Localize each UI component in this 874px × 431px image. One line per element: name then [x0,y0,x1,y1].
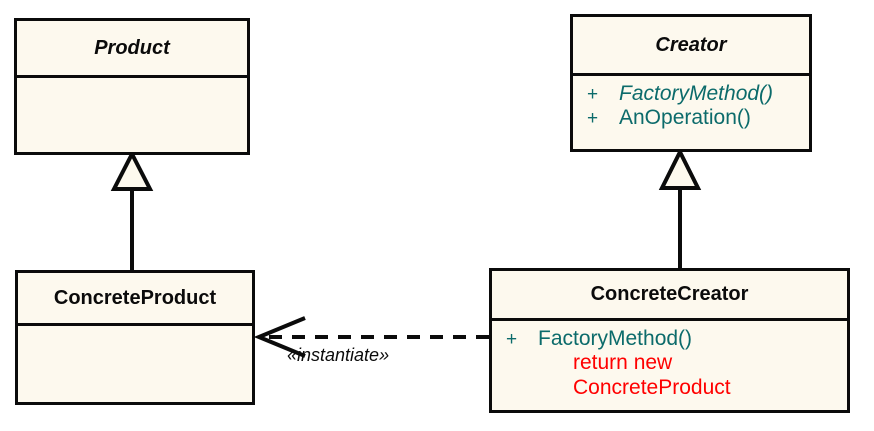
generalization-concreteproduct-product [110,149,154,271]
dependency-label-instantiate: «instantiate» [287,345,390,365]
member-visibility: + [587,84,599,105]
class-name-compartment-concreteproduct: ConcreteProduct [18,273,252,323]
class-members-compartment-concretecreator: + FactoryMethod() return new ConcretePro… [492,318,847,410]
class-box-concretecreator[interactable]: ConcreteCreator + FactoryMethod() return… [489,268,850,413]
class-box-creator[interactable]: Creator + FactoryMethod() + AnOperation(… [570,14,812,152]
method-body-line: ConcreteProduct [573,375,731,399]
generalization-concretecreator-creator [658,147,702,269]
class-name-product: Product [94,36,170,59]
member-name: FactoryMethod() [619,82,774,105]
member-visibility: + [587,108,599,130]
class-members-compartment-product [17,75,247,152]
member-name: AnOperation() [619,106,751,130]
class-box-concreteproduct[interactable]: ConcreteProduct [15,270,255,405]
inheritance-triangle-icon [110,149,154,191]
class-name-concreteproduct: ConcreteProduct [53,286,217,309]
class-name-creator: Creator [655,33,727,56]
class-name-compartment-concretecreator: ConcreteCreator [492,271,847,318]
member-row[interactable]: + AnOperation() [573,106,809,130]
class-box-product[interactable]: Product [14,18,250,155]
class-name-compartment-creator: Creator [573,17,809,73]
member-visibility: + [506,329,518,350]
class-name-compartment-product: Product [17,21,247,75]
class-members-compartment-creator: + FactoryMethod() + AnOperation() [573,73,809,149]
member-row[interactable]: + FactoryMethod() [492,327,847,351]
member-name: FactoryMethod() [538,327,693,350]
class-name-concretecreator: ConcreteCreator [590,283,749,305]
inheritance-triangle-icon [658,147,702,190]
class-members-compartment-concreteproduct [18,323,252,402]
method-body-line: return new [573,351,673,375]
member-row[interactable]: + FactoryMethod() [573,82,809,106]
